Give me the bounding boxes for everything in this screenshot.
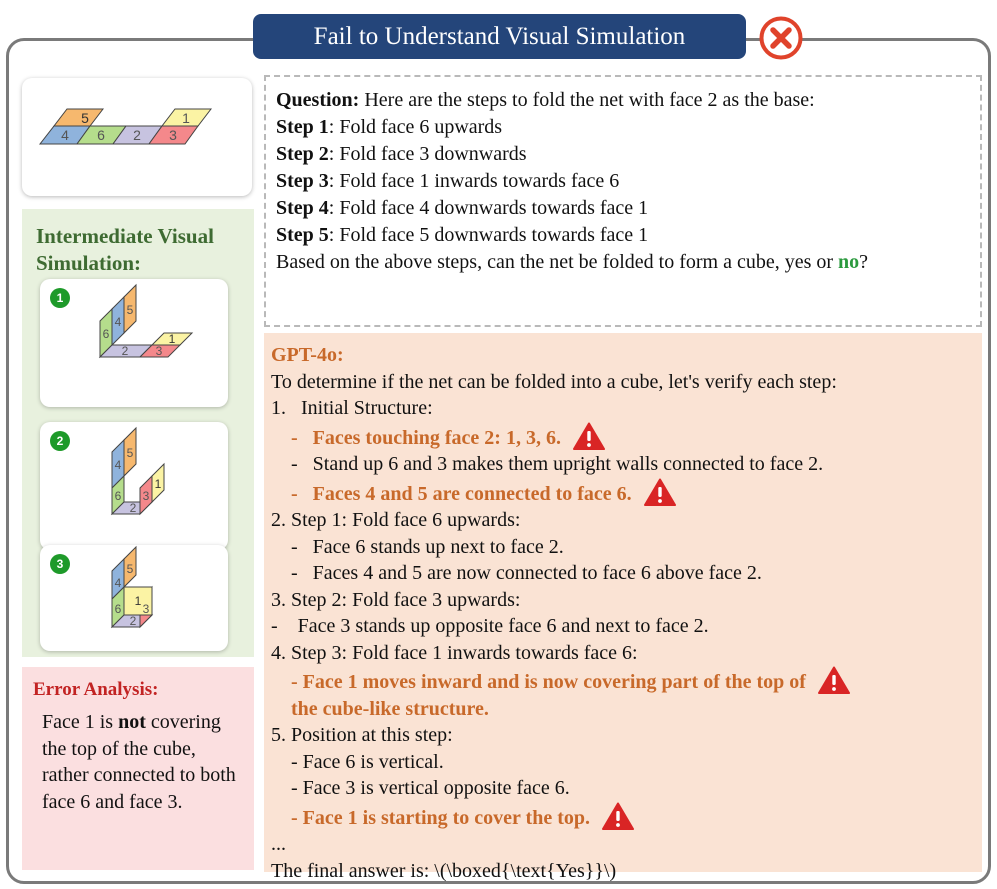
step-face-label: 1	[155, 477, 162, 491]
step-text: : Fold face 5 downwards towards face 1	[328, 224, 649, 246]
warning-icon	[602, 802, 635, 830]
step-label: Step 5	[276, 224, 329, 246]
simulation-title: Intermediate Visual Simulation:	[36, 224, 214, 275]
step-face-label: 6	[103, 327, 110, 341]
model-name: GPT-4o:	[271, 344, 344, 366]
warning-icon	[572, 422, 605, 450]
step-text: : Fold face 3 downwards	[328, 143, 527, 165]
answer-text: GPT-4o: To determine if the net can be f…	[271, 342, 971, 884]
answer-line: ...	[271, 833, 286, 855]
step-label: Step 2	[276, 143, 329, 165]
error-analysis-title: Error Analysis:	[33, 679, 159, 700]
step-face-label: 3	[156, 344, 163, 358]
step-face-label: 5	[127, 562, 134, 576]
answer-line: 4. Step 3: Fold face 1 inwards towards f…	[271, 641, 638, 664]
error-line: - Face 1 moves inward and is now coverin…	[271, 671, 806, 693]
step-face-label: 2	[130, 501, 137, 515]
net-face-label: 2	[133, 127, 141, 143]
answer-line: - Face 3 stands up opposite face 6 and n…	[271, 615, 709, 637]
final-answer: The final answer is: \(\boxed{\text{Yes}…	[271, 859, 617, 882]
question-box: Question: Here are the steps to fold the…	[264, 75, 982, 327]
step-1-diagram: 5 4 6 2 3 1	[98, 283, 194, 359]
net-face-label: 5	[81, 110, 89, 126]
step-label: Step 1	[276, 116, 329, 138]
net-face-label: 4	[61, 127, 69, 143]
step-3-diagram: 5 4 6 2 3 1	[110, 545, 154, 629]
simulation-panel: Intermediate Visual Simulation: 5 4 6 2 …	[22, 209, 254, 657]
step-2-diagram: 5 4 6 2 3 1	[110, 426, 165, 516]
step-label: Step 4	[276, 197, 329, 219]
answer-line: - Face 3 is vertical opposite face 6.	[271, 777, 570, 799]
step-face-label: 3	[143, 489, 150, 503]
step-face-label: 1	[135, 594, 142, 608]
answer-line: - Faces 4 and 5 are now connected to fac…	[271, 562, 762, 584]
step-badge: 3	[50, 554, 70, 574]
question-text: Question: Here are the steps to fold the…	[276, 87, 976, 276]
step-label: Step 3	[276, 170, 329, 192]
net-face-label: 6	[97, 127, 105, 143]
answer-line: - Face 6 stands up next to face 2.	[271, 535, 564, 558]
step-face-label: 4	[115, 458, 122, 472]
error-line: - Faces 4 and 5 are connected to face 6.	[271, 482, 632, 505]
warning-icon	[817, 666, 850, 694]
answer-line: 1. Initial Structure:	[271, 397, 433, 419]
step-text: : Fold face 4 downwards towards face 1	[328, 197, 649, 219]
step-face-label: 3	[143, 602, 150, 616]
question-final-end: ?	[859, 251, 869, 273]
question-intro: Here are the steps to fold the net with …	[359, 89, 815, 111]
answer-line: 3. Step 2: Fold face 3 upwards:	[271, 588, 521, 611]
answer-line: - Stand up 6 and 3 makes them upright wa…	[271, 453, 824, 475]
net-face-label: 3	[169, 127, 177, 143]
cube-net-diagram: 5 4 6 2 3 1	[38, 108, 213, 145]
net-face-label: 1	[182, 110, 190, 126]
step-text: : Fold face 1 inwards towards face 6	[328, 170, 620, 192]
error-text-bold: not	[118, 711, 146, 733]
error-text-after: covering the top of the cube, rather con…	[42, 711, 236, 813]
step-text: : Fold face 6 upwards	[328, 116, 503, 138]
step-face-label: 4	[115, 315, 122, 329]
step-face-label: 6	[115, 489, 122, 503]
answer-line: - Face 6 is vertical.	[271, 750, 444, 773]
step-face-label: 4	[115, 576, 122, 590]
simulation-step-3: 5 4 6 2 3 1 3	[40, 545, 228, 651]
simulation-step-2: 5 4 6 2 3 1 2	[40, 422, 228, 550]
answer-line: 5. Position at this step:	[271, 724, 453, 746]
step-badge: 2	[50, 431, 70, 451]
error-analysis-panel: Error Analysis: Face 1 is not covering t…	[22, 667, 254, 870]
answer-line: To determine if the net can be folded in…	[271, 370, 837, 393]
answer-line: 2. Step 1: Fold face 6 upwards:	[271, 509, 521, 531]
error-line: - Faces touching face 2: 1, 3, 6.	[271, 426, 561, 449]
question-label: Question:	[276, 89, 360, 111]
error-text-before: Face 1 is	[42, 711, 119, 733]
step-face-label: 1	[169, 332, 176, 346]
error-line: the cube-like structure.	[271, 697, 489, 720]
question-final: Based on the above steps, can the net be…	[276, 251, 839, 273]
figure-title: Fail to Understand Visual Simulation	[253, 14, 746, 59]
step-face-label: 5	[127, 446, 134, 460]
simulation-step-1: 5 4 6 2 3 1 1	[40, 279, 228, 407]
correct-answer: no	[838, 251, 860, 273]
step-face-label: 2	[122, 344, 129, 358]
error-line: - Face 1 is starting to cover the top.	[271, 806, 591, 829]
warning-icon	[643, 478, 676, 506]
error-analysis-text: Face 1 is not covering the top of the cu…	[42, 709, 247, 815]
answer-box: GPT-4o: To determine if the net can be f…	[264, 333, 982, 882]
step-face-label: 2	[130, 614, 137, 628]
step-face-label: 5	[127, 303, 134, 317]
step-face-label: 6	[115, 602, 122, 616]
fail-x-icon	[759, 16, 803, 60]
cube-net-card: 5 4 6 2 3 1	[22, 78, 252, 196]
step-badge: 1	[50, 288, 70, 308]
